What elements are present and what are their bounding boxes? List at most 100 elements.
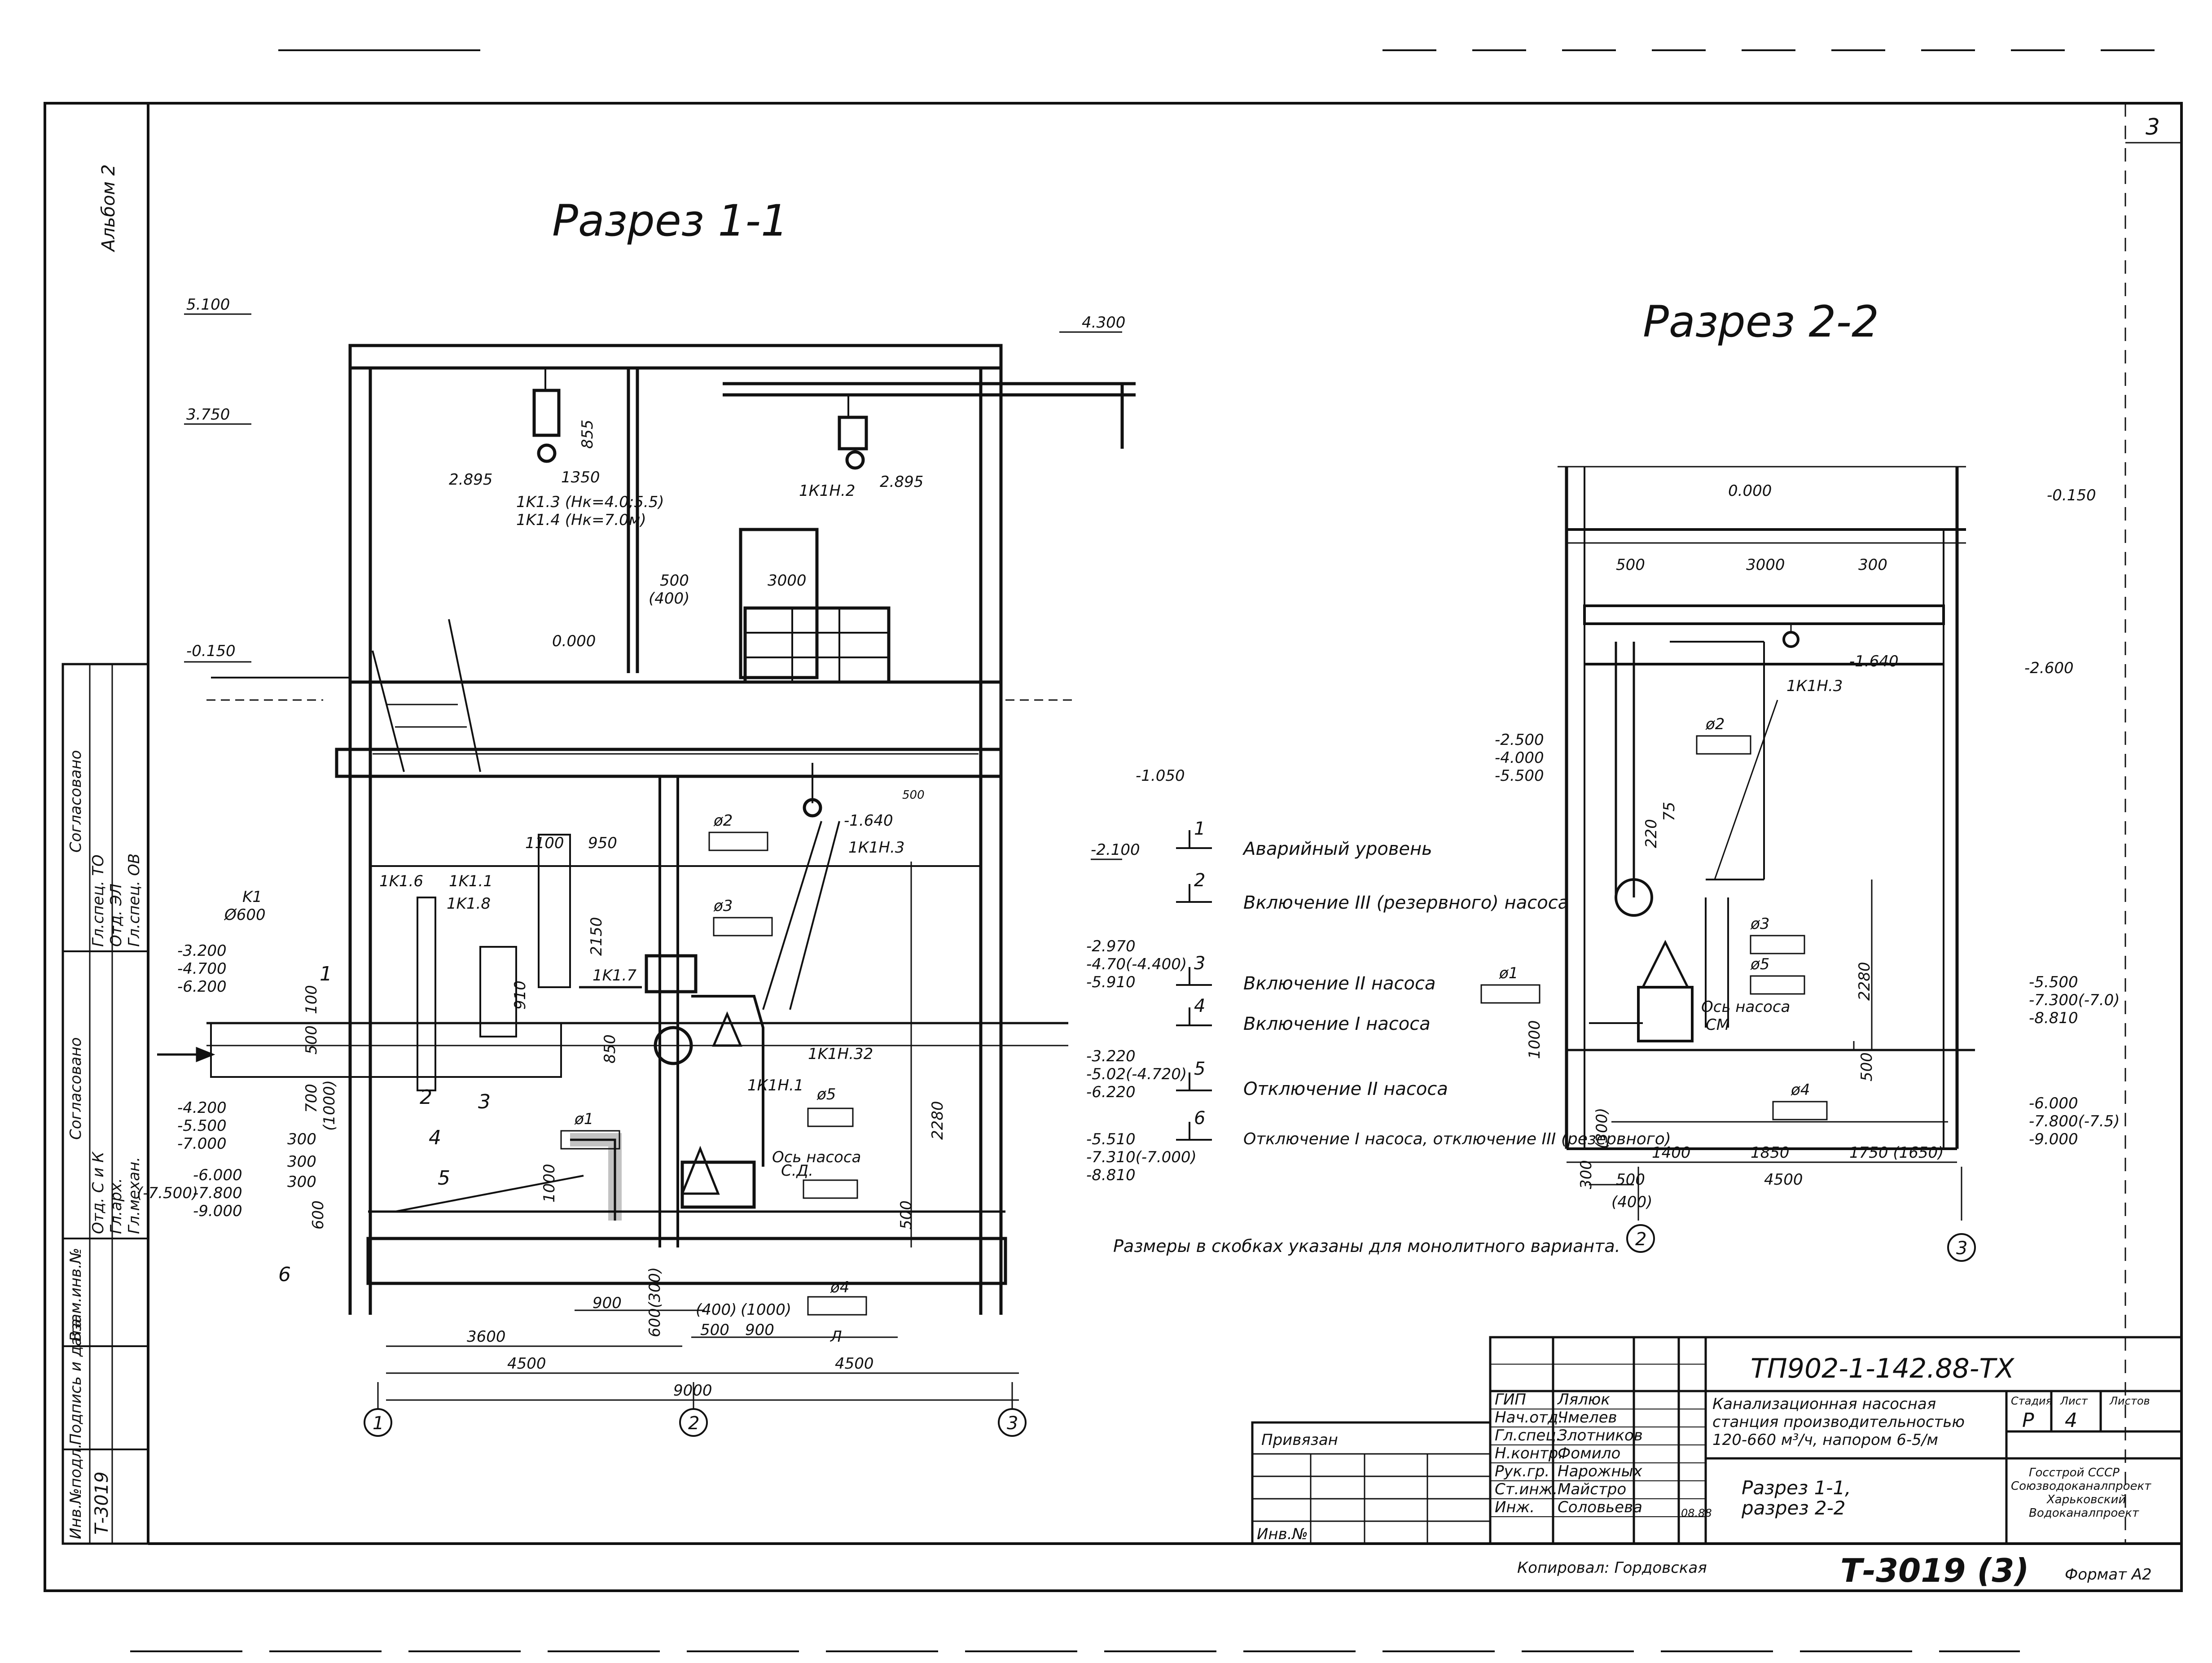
legend-text-3: Включение II насоса	[1243, 973, 1436, 994]
equip-1k1-1: 1K1.1	[449, 872, 493, 890]
sogl1-item-1: Отд. ЭЛ	[107, 884, 125, 947]
stamp-org-3: Водоканалпроект	[2029, 1506, 2139, 1520]
level-tag-4: 4	[429, 1126, 441, 1149]
level-tag-2: 2	[420, 1086, 432, 1109]
dim-100: 100	[303, 985, 320, 1014]
elev-5100: 5.100	[186, 296, 230, 314]
s2-dim-1850: 1850	[1751, 1144, 1790, 1162]
dim-855: 855	[579, 420, 597, 449]
dim-300-b: 300	[287, 1153, 316, 1171]
dim-1100: 1100	[525, 834, 564, 852]
stamp-org-0: Госстрой СССР	[2029, 1466, 2120, 1479]
s2-dim-2280: 2280	[1856, 962, 1874, 1001]
stamp-org-2: Харьковский	[2046, 1493, 2126, 1506]
dim-300-c: 300	[287, 1173, 316, 1191]
sheet-frame	[44, 102, 2183, 1592]
s2-axis-3: 3	[1956, 1238, 1967, 1259]
s2-elev-minus-1640: -1.640	[1849, 652, 1899, 670]
section-2-dimensions: 500 3000 300 220 75 2280 500 1000 300 (3…	[1526, 556, 1944, 1211]
copied-by: Копировал: Гордовская	[1517, 1559, 1707, 1577]
s2-elev-minus-0150: -0.150	[2047, 486, 2096, 504]
elev-0000: 0.000	[552, 632, 596, 650]
dim-9000: 9000	[673, 1382, 712, 1400]
elev-3750: 3.750	[186, 406, 230, 424]
section-1-structure	[157, 313, 1136, 1409]
elev-minus-4200: -4.200	[177, 1099, 227, 1117]
s2-dim-4500: 4500	[1764, 1171, 1803, 1189]
stamp-name-3: Фомило	[1558, 1444, 1620, 1462]
s2-marker-o4: ø4	[1791, 1081, 1810, 1099]
section-2-elevations: 0.000 -0.150 -1.640 -2.600 -2.500 -4.000…	[1495, 482, 2120, 1148]
s2-elev-minus-9000: -9.000	[2029, 1130, 2078, 1148]
doc-code: Т-3019 (3)	[1840, 1552, 2029, 1589]
sogl2-item-2: Гл.механ.	[125, 1157, 143, 1234]
elev-minus-1640: -1.640	[844, 812, 893, 830]
equip-1k1n-2: 1К1Н.2	[799, 482, 855, 500]
elev-minus-2100: -2.100	[1091, 841, 1140, 859]
elev-minus-5910: -5.910	[1086, 973, 1136, 991]
stamp-inv-number: Т-3019	[92, 1471, 112, 1535]
dim-2280: 2280	[929, 1101, 947, 1140]
equip-1k1-6: 1K1.6	[379, 872, 423, 890]
level-tag-5: 5	[438, 1167, 450, 1190]
marker-o3: ø3	[713, 897, 733, 915]
elev-minus-9000: -9.000	[193, 1202, 242, 1220]
dim-900-b: 900	[745, 1321, 774, 1339]
legend-text-6: Отключение I насоса, отключение III (рез…	[1243, 1130, 1671, 1148]
section-1-level-tags: 1 2 3 4 5 6	[278, 963, 491, 1286]
stamp-hdr-stage: Стадия	[2011, 1395, 2052, 1407]
dim-850: 850	[601, 1034, 619, 1063]
s2-dim-75: 75	[1660, 802, 1678, 821]
dim-910: 910	[511, 980, 529, 1010]
equip-1k1-7: 1K1.7	[592, 967, 636, 985]
legend-num-6: 6	[1194, 1108, 1205, 1129]
stamp-role-3: Н.контр.	[1495, 1444, 1563, 1462]
elev-minus-6200: -6.200	[177, 978, 227, 996]
s2-dim-1400: 1400	[1652, 1144, 1691, 1162]
stamp-designation: ТП902-1-142.88-ТХ	[1751, 1353, 2015, 1384]
equip-1k1n-3: 1К1Н.3	[848, 839, 904, 857]
elev-minus-6220: -6.220	[1086, 1083, 1136, 1101]
legend-text-1: Аварийный уровень	[1242, 839, 1432, 859]
stamp-sheet-title-0: Разрез 1-1,	[1742, 1477, 1851, 1499]
legend-num-3: 3	[1194, 953, 1205, 974]
elev-minus-7500: (-7.500)	[137, 1184, 198, 1202]
s2-marker-o2: ø2	[1705, 715, 1725, 733]
marker-o4: ø4	[830, 1278, 849, 1296]
s2-dim-3000: 3000	[1746, 556, 1785, 574]
s2-equip-1k1n-3: 1К1Н.3	[1786, 677, 1843, 695]
dim-600-300: 600(300)	[646, 1267, 664, 1337]
pipe-k1: K1	[242, 888, 262, 906]
sogl1-item-0: Гл.спец. ТО	[89, 854, 107, 947]
stamp-title-line-2: 120-660 м³/ч, напором 6-5/м	[1712, 1431, 1938, 1449]
s2-dim-500-b: 500	[1616, 1171, 1645, 1189]
stamp-role-2: Гл.спец.	[1495, 1427, 1561, 1444]
elev-minus-5500: -5.500	[177, 1117, 227, 1135]
album-label: Альбом 2	[98, 164, 119, 253]
section-1-1: Разрез 1-1	[137, 196, 1197, 1437]
legend-text-2: Включение III (резервного) насоса	[1243, 893, 1569, 913]
dim-1000-bottom: (1000)	[741, 1301, 791, 1319]
elev-minus-7000: -7.000	[177, 1135, 227, 1153]
sogl2-item-0: Отд. С и К	[89, 1151, 107, 1234]
stamp-name-5: Майстро	[1558, 1480, 1626, 1498]
dim-400-bottom: (400)	[696, 1301, 737, 1319]
equip-1k1n-32: 1K1H.32	[808, 1045, 873, 1063]
stamp-name-6: Соловьева	[1558, 1498, 1642, 1516]
legend-num-1: 1	[1194, 818, 1205, 839]
s2-dim-1000: 1000	[1526, 1020, 1544, 1059]
marker-o1: ø1	[574, 1110, 593, 1128]
s2-elev-minus-5500b: -5.500	[2029, 973, 2078, 991]
water-level-legend: 1 Аварийный уровень 2 Включение III (рез…	[1113, 818, 1671, 1256]
dim-1000-mid: 1000	[540, 1164, 558, 1203]
s2-pump-cm: СМ	[1706, 1016, 1729, 1034]
legend-note: Размеры в скобках указаны для монолитног…	[1113, 1236, 1620, 1256]
stamp-col-inv: Инв.№подл.	[67, 1444, 85, 1539]
s2-elev-minus-2500: -2.500	[1495, 731, 1544, 749]
s2-dim-400: (400)	[1611, 1193, 1652, 1211]
s2-elev-minus-4000: -4.000	[1495, 749, 1544, 767]
axis-2: 2	[688, 1413, 699, 1434]
dim-2150: 2150	[588, 917, 606, 956]
axis-1: 1	[373, 1413, 384, 1434]
